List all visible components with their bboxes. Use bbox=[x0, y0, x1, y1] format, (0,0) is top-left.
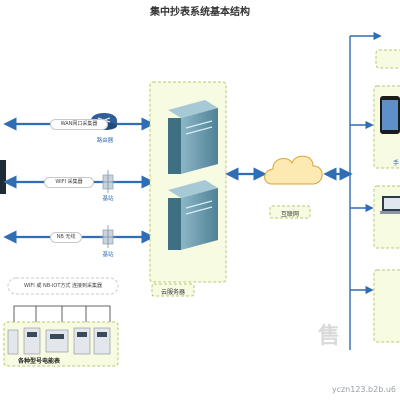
meter-icon bbox=[7, 329, 19, 355]
meter-icon bbox=[93, 327, 111, 355]
wifi-collector-label: WIFI 采集器 bbox=[44, 177, 94, 188]
right-partial-label: 手 bbox=[392, 160, 399, 167]
base-station-label-1: 基站 bbox=[102, 196, 114, 202]
direct-connection-box bbox=[7, 277, 119, 295]
server-icon bbox=[168, 180, 218, 250]
direct-connection-label: WIFI 或 NB-IOT方式 连接到采集器 bbox=[24, 283, 102, 289]
server-icon bbox=[168, 100, 218, 174]
base-station-icon bbox=[100, 170, 116, 193]
meter-icon bbox=[73, 327, 91, 355]
internet-label: 互联网 bbox=[280, 211, 299, 218]
internet-label-box bbox=[269, 205, 311, 219]
base-station-label-2: 基站 bbox=[102, 252, 114, 258]
meter-icon bbox=[45, 329, 69, 353]
watermark-text: yczn123.b2b.u6 bbox=[331, 385, 396, 394]
router-label: 路由器 bbox=[96, 138, 114, 144]
laptop-icon bbox=[380, 196, 400, 214]
diagram-title: 集中抄表系统基本结构 bbox=[150, 7, 250, 18]
tablet-icon bbox=[380, 96, 400, 134]
client-box bbox=[375, 49, 400, 69]
meter-icon bbox=[23, 327, 41, 355]
cloud-server-label: 云服务器 bbox=[160, 289, 185, 296]
internet-cloud-icon bbox=[264, 155, 323, 185]
nb-wireless-label: NB 无线 bbox=[50, 232, 82, 243]
wan-collector-label: WAN网口采集器 bbox=[50, 119, 108, 130]
base-station-icon bbox=[100, 225, 116, 248]
left-edge-device bbox=[0, 160, 6, 194]
watermark-large: 售 bbox=[318, 324, 341, 349]
cloud-label-box bbox=[151, 283, 195, 297]
meters-label: 各种型号电能表 bbox=[18, 358, 61, 365]
client-box-pc bbox=[373, 185, 400, 249]
client-box bbox=[373, 269, 400, 343]
